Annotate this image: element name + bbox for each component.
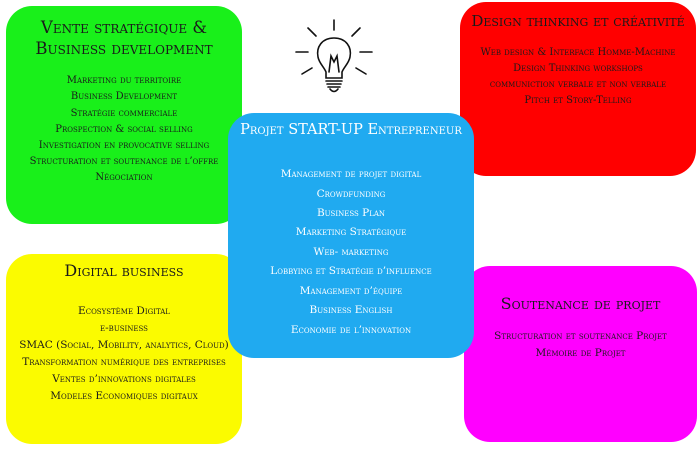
- list-item: Modeles Economiques digitaux: [50, 390, 198, 402]
- list-item: Investigation en provocative selling: [38, 140, 210, 151]
- list-item: Stratégie commerciale: [70, 107, 178, 119]
- list-item: Ventes d’innovations digitales: [52, 373, 196, 385]
- list-item: Structuration et soutenance de l’offre: [29, 156, 219, 168]
- box-digital-business: Digital business Ecosystème Digital e-bu…: [6, 254, 242, 444]
- list-item: Business Development: [70, 91, 178, 103]
- list-item: Business Plan: [316, 206, 386, 219]
- list-item: Marketing du territoire: [66, 75, 182, 87]
- list-item: Prospection & social selling: [55, 123, 193, 135]
- list-item: SMAC (Social, Mobility, analytics, Cloud…: [19, 339, 229, 351]
- box-title: Vente stratégique & Business development: [35, 18, 213, 58]
- item-list: Management de projet digital Crowdfundin…: [228, 165, 474, 340]
- list-item: Economie de l’innovation: [290, 323, 412, 336]
- box-title: Design thinking et créativité: [471, 12, 685, 30]
- box-title: Digital business: [64, 261, 184, 280]
- list-item: Transformation numérique des entreprises: [22, 356, 226, 368]
- list-item: Mémoire de Projet: [535, 347, 626, 359]
- list-item: Négociation: [95, 172, 153, 184]
- list-item: Pitch et Story-Telling: [524, 95, 632, 107]
- list-item: Web- marketing: [313, 245, 389, 258]
- box-projet-startup: Projet START-UP Entrepreneur Management …: [228, 113, 474, 358]
- box-title: Soutenance de projet: [500, 294, 661, 313]
- list-item: Management de projet digital: [280, 168, 422, 181]
- item-list: Marketing du territoire Business Develop…: [6, 73, 242, 186]
- list-item: Structuration et soutenance Projet: [494, 330, 667, 342]
- list-item: Business English: [309, 304, 393, 317]
- list-item: Lobbying et Stratégie d’influence: [270, 265, 432, 278]
- list-item: Management d’équipe: [299, 284, 403, 297]
- lightbulb-icon: [295, 19, 373, 93]
- box-title: Projet START-UP Entrepreneur: [240, 122, 462, 138]
- list-item: Design Thinking workshops: [513, 62, 643, 74]
- box-soutenance: Soutenance de projet Structuration et so…: [464, 266, 697, 442]
- box-vente-strategique: Vente stratégique & Business development…: [6, 6, 242, 224]
- list-item: Ecosystème Digital: [78, 305, 170, 317]
- box-design-thinking: Design thinking et créativité Web design…: [460, 2, 696, 176]
- list-item: e-business: [100, 322, 148, 334]
- item-list: Structuration et soutenance Projet Mémoi…: [464, 328, 697, 362]
- list-item: Web design & Interface Homme-Machine: [480, 46, 676, 58]
- list-item: Marketing Stratégique: [295, 226, 407, 239]
- list-item: communiction verbale et non verbale: [489, 79, 667, 91]
- list-item: Crowdfunding: [316, 187, 386, 200]
- item-list: Web design & Interface Homme-Machine Des…: [460, 45, 696, 110]
- item-list: Ecosystème Digital e-business SMAC (Soci…: [6, 303, 242, 405]
